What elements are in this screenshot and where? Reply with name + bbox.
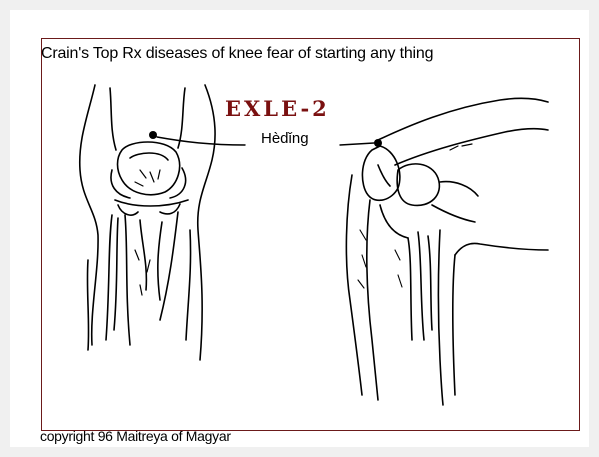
figure-title: Crain's Top Rx diseases of knee fear of … [41, 43, 589, 65]
acupoint-marker-front [149, 131, 157, 139]
leader-line-side [340, 143, 374, 145]
point-name-label: Hèdǐng [261, 130, 309, 147]
copyright-note: copyright 96 Maitreya of Magyar [40, 428, 231, 444]
knee-front-view [80, 85, 215, 360]
acupoint-marker-side [374, 139, 382, 147]
leader-line-front [157, 137, 245, 145]
point-code-label: EXLE-2 [225, 96, 330, 121]
